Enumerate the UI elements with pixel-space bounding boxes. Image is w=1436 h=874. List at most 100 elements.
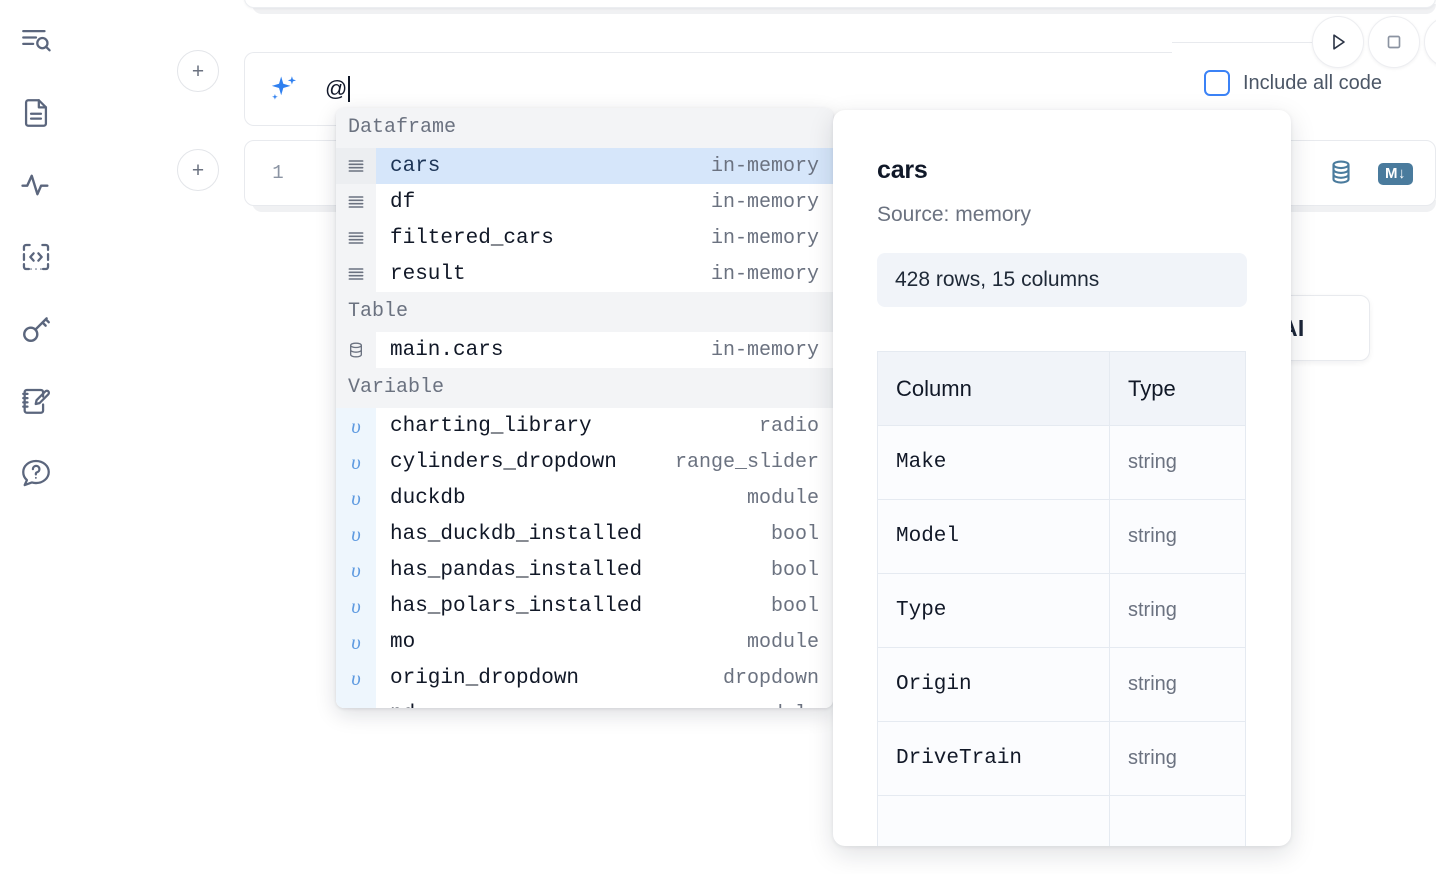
toolbar-divider [1172,42,1312,43]
variable-icon: υ [336,408,376,444]
schema-column-name: DriveTrain [877,721,1110,796]
document-icon[interactable] [13,90,59,136]
database-icon[interactable] [1326,157,1356,192]
activity-pulse-icon[interactable] [13,162,59,208]
outline-search-icon[interactable] [13,18,59,64]
column-header-type: Type [1109,351,1246,426]
autocomplete-item-name: duckdb [390,486,466,510]
schema-column-name: Model [877,499,1110,574]
play-icon [1333,34,1345,50]
variable-icon: υ [336,480,376,516]
database-icon [336,332,376,368]
dataframe-icon [336,184,376,220]
include-all-code-label: Include all code [1243,71,1382,94]
run-controls: Include all code [1172,0,1436,128]
ai-prompt-value: @ [325,76,348,101]
autocomplete-item-name: result [390,262,466,286]
dataframe-icon [336,256,376,292]
table-header-row: Column Type [877,351,1246,426]
stop-icon [1387,35,1401,49]
schema-column-type [1109,795,1246,846]
variable-icon: υ [336,624,376,660]
more-actions-button[interactable] [1424,16,1436,68]
dataframe-icon [336,148,376,184]
include-all-code-checkbox[interactable] [1204,70,1230,96]
help-chat-icon[interactable] [13,450,59,496]
ai-prompt-input[interactable]: @ [325,72,351,106]
plus-icon: + [191,59,205,83]
cell-action-icons: M↓ [1326,141,1413,207]
variable-icon: υ [336,660,376,696]
autocomplete-item-type: bool [770,594,819,618]
autocomplete-item-name: origin_dropdown [390,666,580,690]
schema-column-type: string [1109,721,1246,796]
autocomplete-item-type: in-memory [710,338,819,362]
run-button[interactable] [1312,16,1364,68]
autocomplete-item-name: pd [376,703,747,709]
previous-cell-shadow [252,4,1436,14]
autocomplete-item-name: mo [390,630,416,654]
autocomplete-section-header: Dataframe [336,108,833,148]
autocomplete-item-name: has_duckdb_installed [390,522,643,546]
autocomplete-section-header: Variable [336,368,833,408]
autocomplete-item-name: main.cars [390,338,504,362]
autocomplete-item-name: has_pandas_installed [390,558,643,582]
column-header-column: Column [877,351,1110,426]
include-all-code-toggle[interactable]: Include all code [1204,70,1382,96]
autocomplete-item-type: bool [770,558,819,582]
markdown-icon[interactable]: M↓ [1378,163,1413,185]
schema-column-name: Make [877,425,1110,500]
scratchpad-edit-icon[interactable] [13,378,59,424]
dataframe-icon [336,220,376,256]
text-caret [348,76,351,102]
table-row [877,795,1246,846]
sparkles-icon [271,76,297,100]
autocomplete-item-name: cylinders_dropdown [390,450,617,474]
autocomplete-item-type: radio [758,414,819,438]
key-icon[interactable] [13,306,59,352]
add-cell-above-button[interactable]: + [177,50,219,92]
autocomplete-item-type: module [747,703,833,709]
schema-column-type: string [1109,425,1246,500]
schema-column-type: string [1109,573,1246,648]
autocomplete-item[interactable]: υ has_pandas_installed bool [336,552,833,588]
variable-icon: υ [336,552,376,588]
add-cell-below-button[interactable]: + [177,149,219,191]
autocomplete-item-name: cars [390,154,441,178]
variable-icon: υ [336,696,376,708]
autocomplete-item-name: filtered_cars [390,226,554,250]
autocomplete-item-type: module [746,630,819,654]
code-snippet-icon[interactable] [13,234,59,280]
stop-button[interactable] [1368,16,1420,68]
autocomplete-item[interactable]: cars in-memory [336,148,833,184]
autocomplete-item-type: in-memory [710,154,819,178]
variable-preview-panel: cars Source: memory 428 rows, 15 columns… [833,110,1291,846]
autocomplete-item-type: in-memory [710,190,819,214]
autocomplete-item[interactable]: main.cars in-memory [336,332,833,368]
schema-column-name: Origin [877,647,1110,722]
autocomplete-item[interactable]: υpdmodule [336,696,833,708]
autocomplete-section-header: Table [336,292,833,332]
schema-column-type: string [1109,647,1246,722]
preview-shape-badge: 428 rows, 15 columns [877,253,1247,307]
autocomplete-item-name: has_polars_installed [390,594,643,618]
left-icon-rail [0,0,72,874]
variable-icon: υ [336,444,376,480]
